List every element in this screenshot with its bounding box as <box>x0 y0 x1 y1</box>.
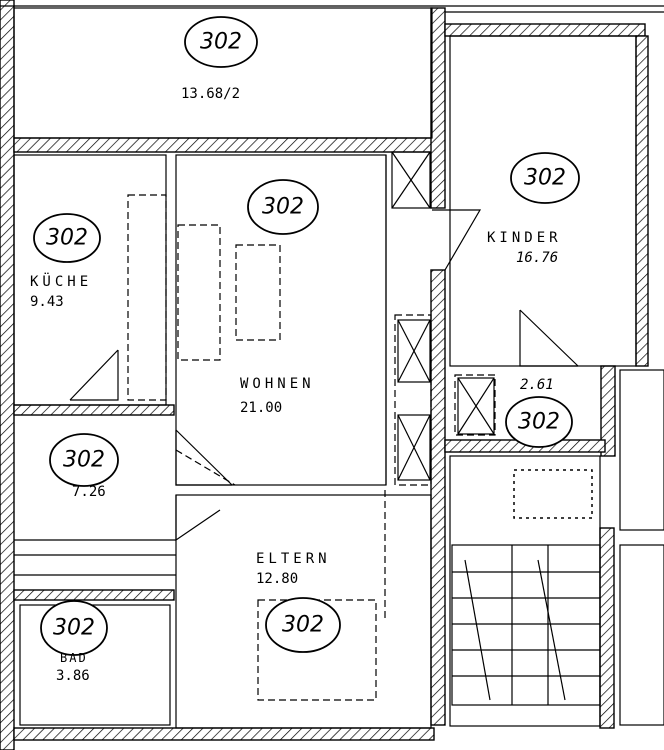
eltern-area: 12.80 <box>256 571 298 587</box>
svg-text:302: 302 <box>518 410 560 435</box>
wall-center-upper <box>430 7 446 209</box>
kueche-name: KÜCHE <box>30 272 92 290</box>
stairs <box>14 544 601 706</box>
stamp-kueche: 302 <box>33 213 101 263</box>
wohnen-name: WOHNEN <box>240 376 315 392</box>
bad-name: BAD <box>60 651 88 665</box>
shaft-crosses <box>391 151 495 481</box>
bad-area: 3.86 <box>56 668 90 684</box>
wall-kueche-bottom <box>13 404 175 416</box>
eltern-name: ELTERN <box>256 551 331 567</box>
stamp-eltern: 302 <box>265 597 341 653</box>
svg-text:302: 302 <box>53 616 95 641</box>
wall-right-lower <box>599 527 615 729</box>
svg-text:302: 302 <box>63 448 105 473</box>
wohnen-area: 21.00 <box>240 400 282 416</box>
flur-area: 7.26 <box>72 484 106 500</box>
wall-balcony-bottom <box>13 137 435 153</box>
wall-kinder-right <box>635 35 649 367</box>
svg-text:302: 302 <box>46 226 88 251</box>
stamp-bad: 302 <box>40 600 108 656</box>
door-swings <box>69 209 579 542</box>
kinder-name: KINDER <box>487 230 562 246</box>
wall-flur-bottom <box>13 589 175 601</box>
interior-walls <box>0 5 664 729</box>
stamp-balcony: 302 <box>184 16 258 68</box>
wall-left <box>0 0 15 750</box>
svg-text:302: 302 <box>524 166 566 191</box>
wall-bottom <box>13 727 435 741</box>
room-labels: 13.68/2 KÜCHE 9.43 WOHNEN 21.00 KINDER 1… <box>30 86 562 684</box>
wall-kinder-top <box>444 23 646 37</box>
kueche-area: 9.43 <box>30 294 64 310</box>
svg-text:302: 302 <box>200 30 242 55</box>
walls <box>0 0 649 750</box>
stamp-flur: 302 <box>49 433 119 487</box>
room-stamps: 302 302 302 302 302 302 302 302 <box>33 16 580 656</box>
svg-text:302: 302 <box>262 195 304 220</box>
stamp-wohnen: 302 <box>247 179 319 235</box>
stamp-kinder: 302 <box>510 152 580 204</box>
stamp-small: 302 <box>505 396 573 448</box>
wall-center-lower <box>430 269 446 726</box>
balcony-area: 13.68/2 <box>181 86 240 102</box>
small-area: 2.61 <box>520 377 554 393</box>
svg-text:302: 302 <box>282 613 324 638</box>
kinder-area: 16.76 <box>516 250 558 266</box>
